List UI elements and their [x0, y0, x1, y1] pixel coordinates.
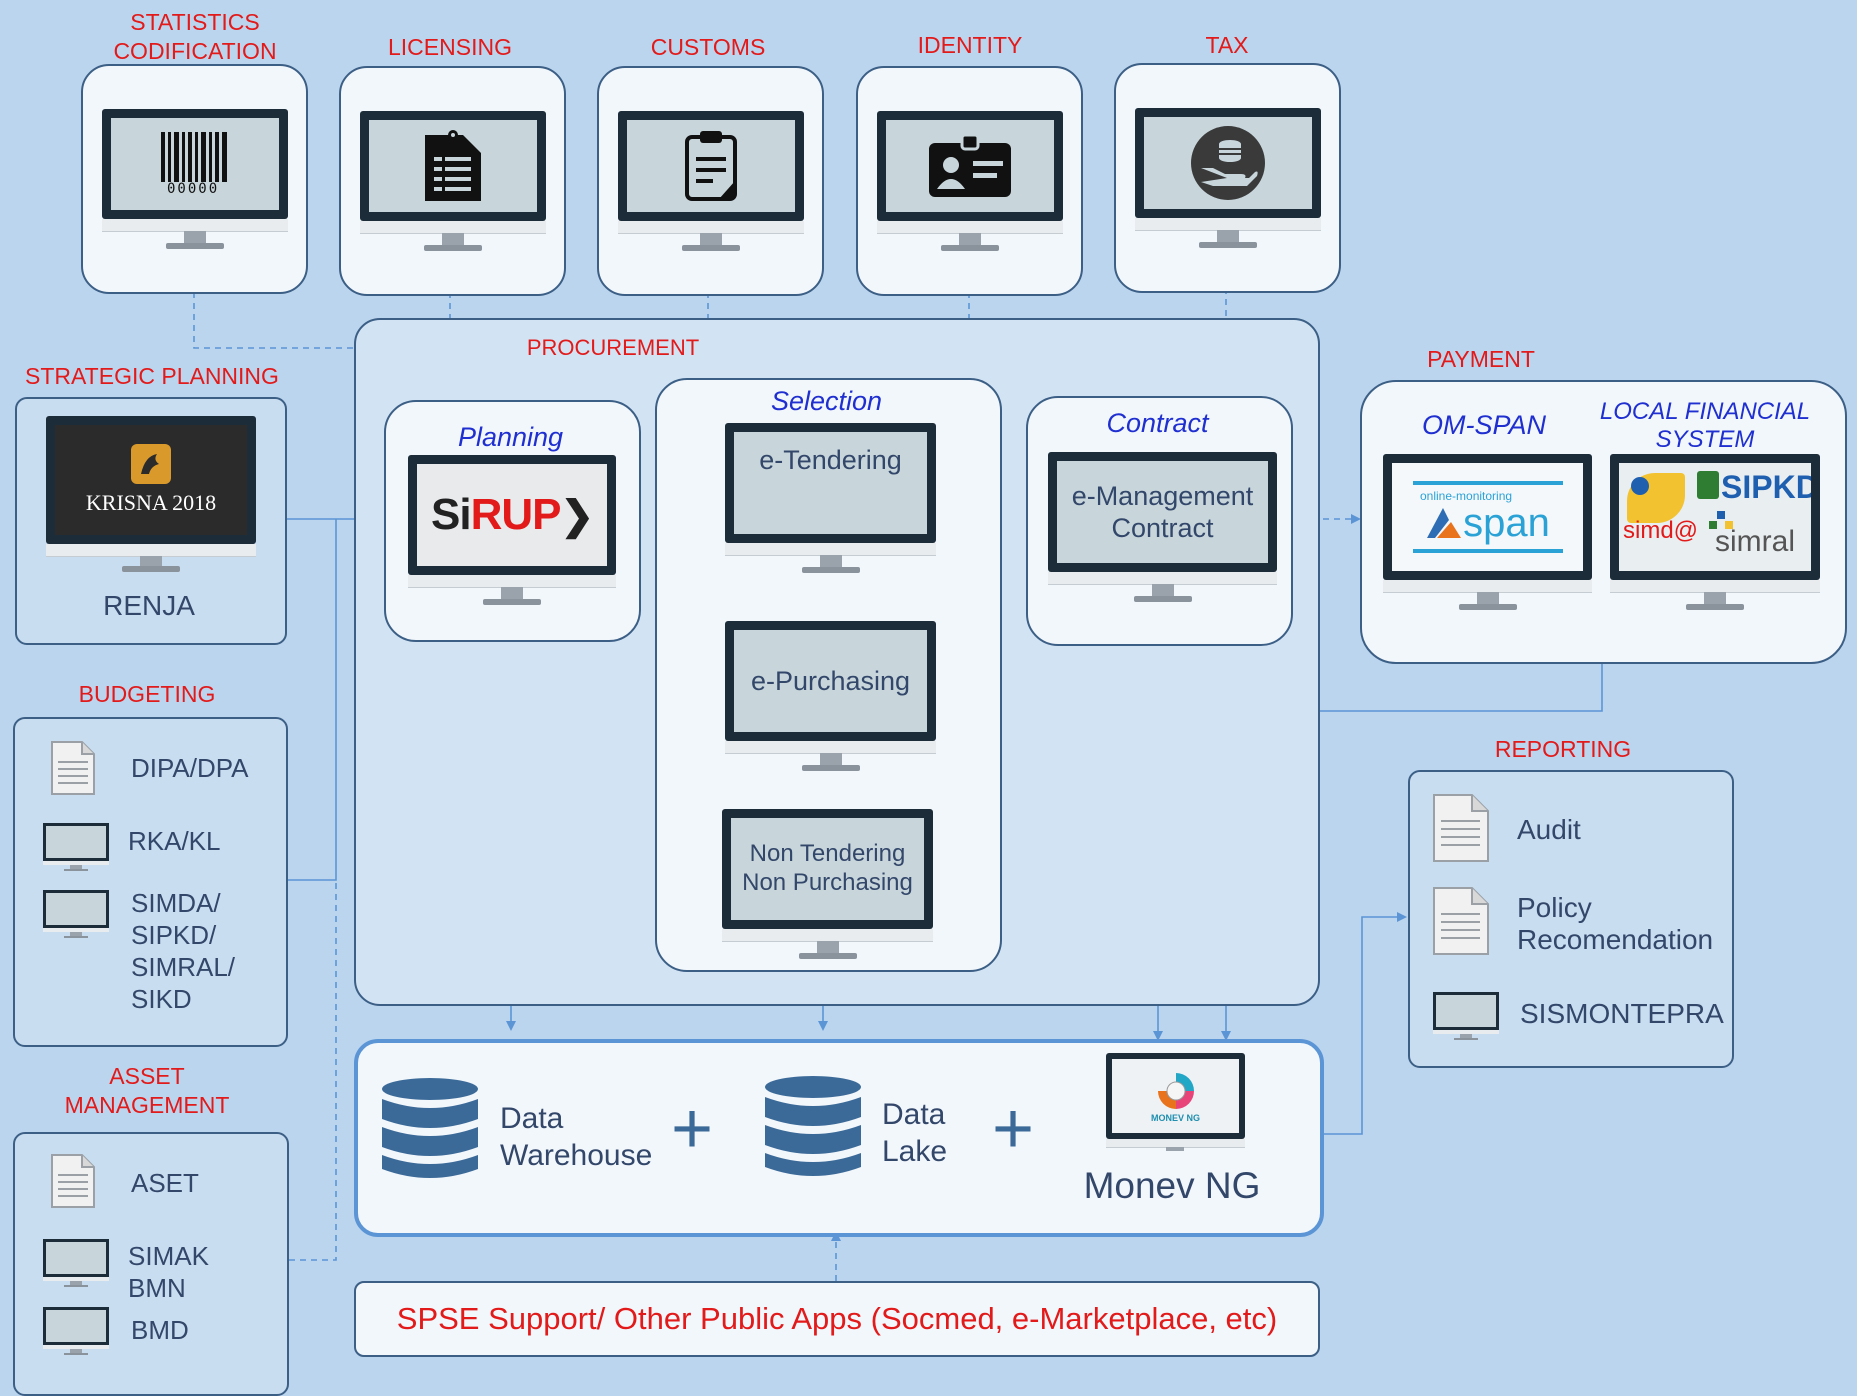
- span-logo-icon: [1427, 508, 1462, 538]
- e-tendering-label: e-Tendering: [759, 444, 902, 475]
- data-lake-label: Data Lake: [882, 1098, 948, 1168]
- simda-label: SIMDA/ SIPKD/ SIMRAL/ SIKD: [131, 888, 236, 1014]
- aset-label: ASET: [131, 1168, 199, 1198]
- e-management-label: e-Management Contract: [1071, 480, 1254, 543]
- e-purchasing-monitor[interactable]: e-Purchasing: [725, 621, 936, 781]
- payment-label: PAYMENT: [1427, 346, 1535, 372]
- om-span-monitor[interactable]: online-monitoring span: [1383, 454, 1592, 619]
- monitor: [1135, 108, 1321, 254]
- simda-text: simd@: [1623, 517, 1699, 544]
- contract-title: Contract: [1106, 408, 1209, 438]
- database-icon: [765, 1076, 861, 1176]
- document-icon: [51, 741, 95, 795]
- clipboard-icon: [685, 131, 737, 201]
- licensing-box[interactable]: [339, 66, 566, 296]
- monitor: [618, 111, 804, 257]
- tax-label: TAX: [1205, 32, 1249, 58]
- monev-logo-icon: [1157, 1073, 1194, 1109]
- monev-ng-label: Monev NG: [1083, 1165, 1261, 1206]
- rka-kl-label: RKA/KL: [128, 826, 221, 856]
- e-tendering-monitor[interactable]: e-Tendering: [725, 423, 936, 583]
- krisna-logo-text: KRISNA 2018: [85, 490, 217, 515]
- local-financial-monitor[interactable]: simd@ SIPKD simral: [1610, 454, 1820, 619]
- id-card-icon: [929, 133, 1011, 197]
- bmd-label: BMD: [131, 1315, 189, 1345]
- monitor-icon: [43, 890, 109, 938]
- sirup-logo: SiRUP❯: [431, 490, 594, 539]
- spse-label: SPSE Support/ Other Public Apps (Socmed,…: [396, 1301, 1278, 1336]
- e-purchasing-label: e-Purchasing: [750, 665, 911, 696]
- statistics-label: STATISTICS CODIFICATION: [113, 9, 277, 64]
- reporting-label: REPORTING: [1494, 736, 1632, 762]
- barcode-icon: 00000: [159, 128, 231, 200]
- selection-title: Selection: [770, 386, 883, 416]
- monev-small-text: MONEV NG: [1150, 1113, 1200, 1123]
- planning-title: Planning: [457, 422, 564, 452]
- om-span-title: OM-SPAN: [1421, 410, 1546, 440]
- monitor-icon: [43, 1239, 109, 1287]
- e-management-monitor[interactable]: e-Management Contract: [1048, 452, 1277, 612]
- licensing-label: LICENSING: [388, 34, 512, 60]
- renja-caption: RENJA: [103, 590, 195, 621]
- monitor: [360, 111, 546, 257]
- audit-label: Audit: [1517, 814, 1581, 845]
- sismontepra-label: SISMONTEPRA: [1520, 998, 1724, 1029]
- plus-sign: +: [671, 1089, 714, 1169]
- tax-box[interactable]: [1114, 63, 1341, 293]
- budgeting-label: BUDGETING: [78, 681, 216, 707]
- dipa-dpa-label: DIPA/DPA: [131, 753, 249, 783]
- data-warehouse-label: Data Warehouse: [500, 1102, 653, 1172]
- asset-management-label: ASSET MANAGEMENT: [64, 1063, 230, 1118]
- local-financial-title: LOCAL FINANCIAL SYSTEM: [1599, 398, 1811, 453]
- monitor-icon: [43, 1307, 109, 1355]
- policy-recomendation-label: Policy Recomendation: [1517, 892, 1714, 955]
- krisna-monitor[interactable]: KRISNA 2018: [46, 416, 256, 576]
- monitor: [877, 111, 1063, 257]
- krisna-logo-icon: [131, 444, 171, 484]
- non-tendering-monitor[interactable]: Non Tendering Non Purchasing: [722, 809, 933, 969]
- monitor: 00000: [102, 109, 288, 255]
- database-icon: [382, 1078, 478, 1178]
- document-icon: [1433, 794, 1489, 862]
- non-tendering-label: Non Tendering Non Purchasing: [742, 840, 913, 896]
- document-icon: [51, 1154, 95, 1208]
- sirup-monitor[interactable]: SiRUP❯: [408, 455, 616, 615]
- procurement-label: PROCUREMENT: [526, 335, 700, 360]
- online-monitoring-text: online-monitoring: [1420, 489, 1513, 503]
- monitor-icon: [1433, 992, 1499, 1040]
- identity-box[interactable]: [856, 66, 1083, 296]
- coins-hand-icon: [1191, 126, 1265, 200]
- span-logo-text: span: [1463, 501, 1550, 545]
- strategic-planning-label: STRATEGIC PLANNING: [25, 363, 279, 389]
- customs-box[interactable]: [597, 66, 824, 296]
- spse-box[interactable]: SPSE Support/ Other Public Apps (Socmed,…: [354, 1281, 1320, 1357]
- document-icon: [425, 130, 481, 201]
- monitor-icon: [43, 823, 109, 871]
- simral-text: simral: [1715, 525, 1795, 558]
- statistics-box[interactable]: 00000: [81, 64, 308, 294]
- simak-bmn-label: SIMAK BMN: [128, 1241, 209, 1303]
- plus-sign: +: [992, 1089, 1035, 1169]
- document-icon: [1433, 887, 1489, 955]
- monev-monitor[interactable]: MONEV NG: [1106, 1053, 1245, 1153]
- identity-label: IDENTITY: [917, 32, 1023, 58]
- sipkd-text: SIPKD: [1721, 469, 1811, 505]
- customs-label: CUSTOMS: [650, 34, 766, 60]
